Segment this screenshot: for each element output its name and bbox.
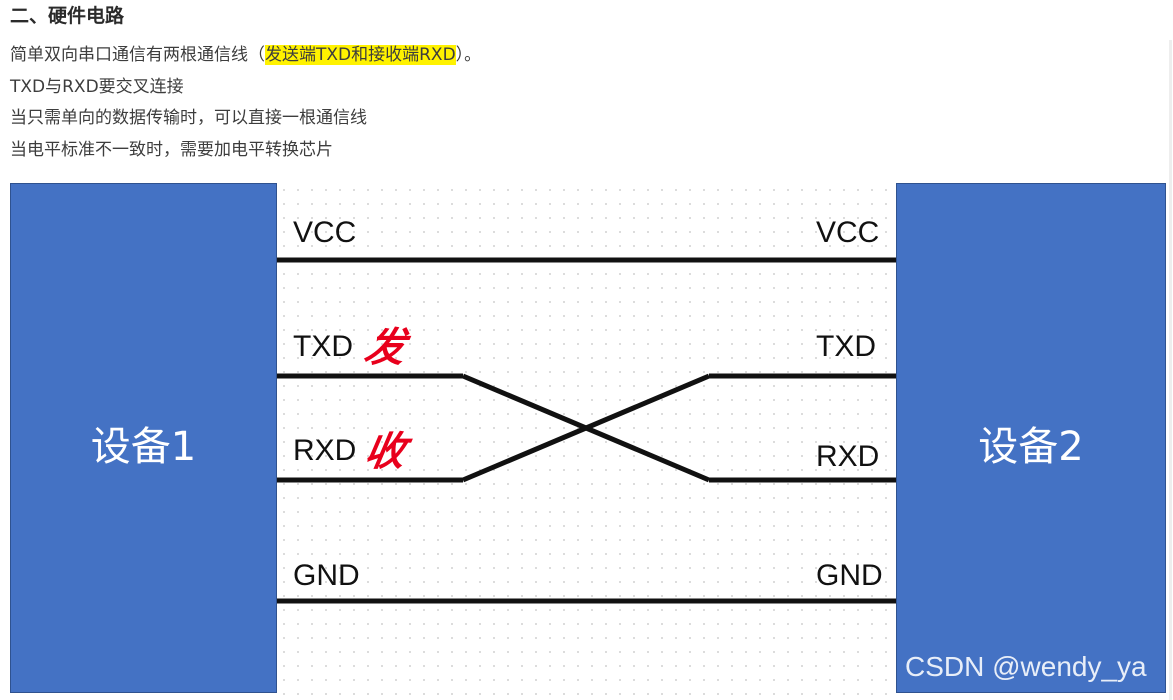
highlighted-text: 发送端TXD和接收端RXD [265,45,456,65]
paragraph-line-2: TXD与RXD要交叉连接 [10,77,184,97]
device-2-block: 设备2 [896,183,1166,693]
scrollbar-track[interactable] [1169,40,1172,700]
left-rxd-label: RXD [293,434,357,467]
left-gnd-label: GND [293,559,360,592]
right-vcc-label: VCC [816,216,880,249]
line1-text-after: ）。 [455,45,482,65]
csdn-watermark: CSDN @wendy_ya [905,651,1147,682]
device-2-label: 设备2 [978,424,1084,470]
paragraph-line-4: 当电平标准不一致时，需要加电平转换芯片 [10,140,333,160]
paragraph-line-1: 简单双向串口通信有两根通信线（发送端TXD和接收端RXD）。 [10,44,481,66]
uart-wiring-diagram: 设备1 设备2 VCC TXD RXD GND VCC TXD RXD GND … [10,183,1166,697]
section-heading: 二、硬件电路 [10,5,125,27]
right-rxd-label: RXD [816,440,880,473]
wires-svg [277,257,896,604]
rxd-to-txd-cross-wire [462,373,710,483]
left-txd-label: TXD [293,330,353,363]
paragraph-line-3: 当只需单向的数据传输时，可以直接一根通信线 [10,108,367,128]
right-txd-label: TXD [816,330,876,363]
device-1-block: 设备1 [10,183,277,693]
receive-annotation: 收 [360,428,410,475]
grid-background [277,183,897,697]
left-vcc-label: VCC [293,216,357,249]
device-1-label: 设备1 [90,424,197,470]
line1-text-before: 简单双向串口通信有两根通信线（ [10,45,265,65]
send-annotation: 发 [360,324,410,371]
right-gnd-label: GND [816,559,883,592]
